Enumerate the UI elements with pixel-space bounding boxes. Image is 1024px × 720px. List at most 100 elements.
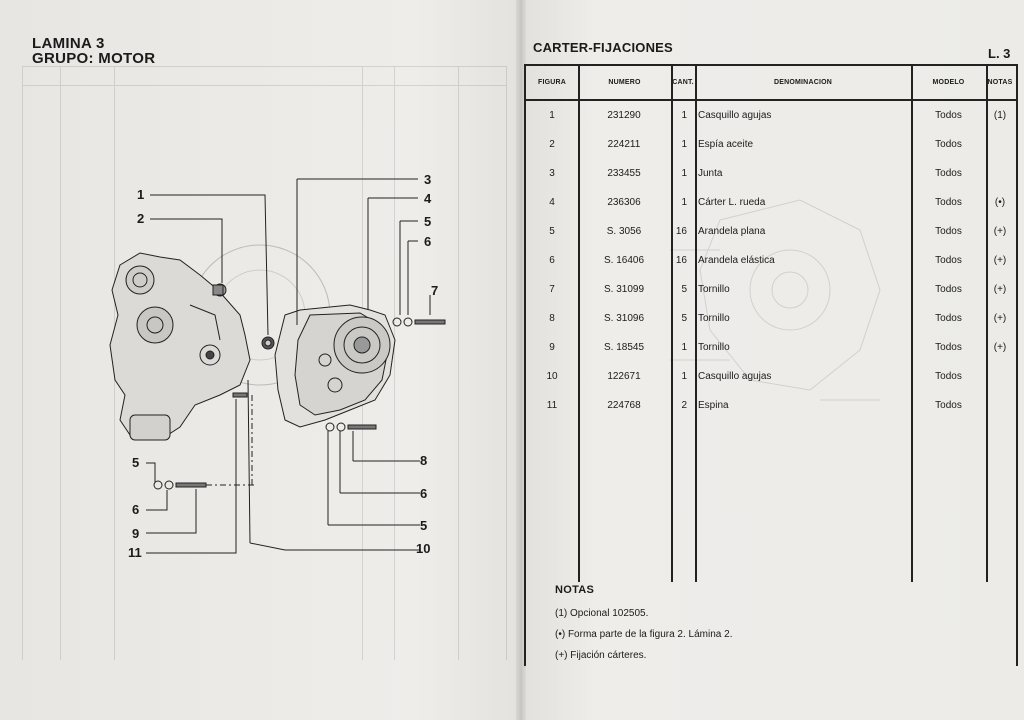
callout-6-bottom: 6 [420,486,428,501]
cell-denominacion: Casquillo agujas [698,109,772,121]
cell-notas: (+) [993,312,1007,324]
right-page [520,0,1024,720]
cell-numero: S. 3056 [606,225,642,237]
cell-numero: S. 31099 [603,283,645,295]
cell-denominacion: Junta [698,167,723,179]
notes-section: NOTAS (1) Opcional 102505. (•) Forma par… [555,584,732,671]
cell-numero: 231290 [607,109,641,121]
cell-denominacion: Arandela plana [698,225,766,237]
exploded-engine-diagram: 1 2 5 6 9 11 3 4 5 6 7 8 6 5 10 [100,165,460,565]
cell-figura: 5 [549,225,555,237]
callout-2: 2 [137,211,145,226]
cell-modelo: Todos [935,167,962,179]
engine-drawing [109,178,446,554]
column-divider [695,66,697,582]
cell-figura: 3 [549,167,555,179]
cell-notas [986,159,1014,187]
section-title: CARTER-FIJACIONES [533,40,673,55]
callout-8: 8 [420,453,428,468]
table-row: 1 231290 1 Casquillo agujas Todos (1) [526,101,1014,129]
cell-cant: 1 [681,196,687,208]
cell-cant: 16 [675,254,687,266]
plate-title: LAMINA 3 GRUPO: MOTOR [32,36,155,66]
cell-notas: (1) [993,109,1007,121]
cell-modelo: Todos [935,341,962,353]
cell-modelo: Todos [935,370,962,382]
callout-4: 4 [424,191,432,206]
cell-modelo: Todos [935,254,962,266]
cell-cant: 1 [681,167,687,179]
cell-modelo: Todos [935,138,962,150]
column-divider [986,66,988,582]
cell-modelo: Todos [935,283,962,295]
column-divider [578,66,580,582]
plate-number: LAMINA 3 [32,35,105,52]
table-row: 3 233455 1 Junta Todos [526,159,1014,187]
cell-denominacion: Tornillo [698,341,730,353]
cell-figura: 11 [546,399,558,411]
callout-5-left: 5 [132,455,140,470]
cell-figura: 2 [549,138,555,150]
header-numero: NUMERO [608,79,641,86]
group-name: GRUPO: MOTOR [32,50,156,67]
header-modelo: MODELO [932,79,965,86]
cell-denominacion: Espía aceite [698,138,754,150]
cell-modelo: Todos [935,399,962,411]
cell-cant: 1 [681,109,687,121]
column-divider [671,66,673,582]
callout-3: 3 [424,172,432,187]
table-header: FIGURA NUMERO CANT. DENOMINACION MODELO … [526,66,1016,101]
notes-title: NOTAS [555,584,595,596]
cell-numero: 224211 [607,138,641,150]
cell-notas [986,130,1014,158]
column-divider [911,66,913,582]
callout-10: 10 [416,541,431,556]
cell-denominacion: Tornillo [698,283,730,295]
callout-1: 1 [137,187,145,202]
cell-cant: 1 [681,341,687,353]
cell-notas [986,362,1014,390]
cell-figura: 7 [549,283,555,295]
callout-11: 11 [128,545,142,560]
callout-5-top: 5 [424,214,432,229]
callout-7: 7 [431,283,439,298]
cell-numero: S. 18545 [603,341,645,353]
cell-figura: 4 [549,196,555,208]
cell-figura: 10 [546,370,558,382]
header-notas: NOTAS [987,79,1013,86]
cell-figura: 9 [549,341,555,353]
cell-figura: 1 [549,109,555,121]
cell-notas [986,391,1014,419]
cell-cant: 16 [675,225,687,237]
cell-cant: 1 [681,370,687,382]
cell-notas: (+) [993,225,1007,237]
cell-figura: 8 [549,312,555,324]
cell-numero: 233455 [607,167,641,179]
callout-6-top: 6 [424,234,432,249]
cell-denominacion: Arandela elástica [698,254,775,266]
bleed-through-drawing [670,199,881,401]
cell-notas: (+) [993,283,1007,295]
cell-figura: 6 [549,254,555,266]
header-figura: FIGURA [537,79,567,86]
plate-code: L. 3 [988,46,1011,61]
note-1: (1) Opcional 102505. [555,608,649,619]
cell-numero: S. 16406 [603,254,645,266]
cell-cant: 2 [681,399,687,411]
cell-modelo: Todos [935,312,962,324]
cell-modelo: Todos [935,196,962,208]
cell-notas: (•) [994,196,1006,208]
callout-6-left: 6 [132,502,140,517]
cell-denominacion: Espina [698,399,729,411]
cell-modelo: Todos [935,109,962,121]
parts-table: FIGURA NUMERO CANT. DENOMINACION MODELO … [524,64,1018,666]
